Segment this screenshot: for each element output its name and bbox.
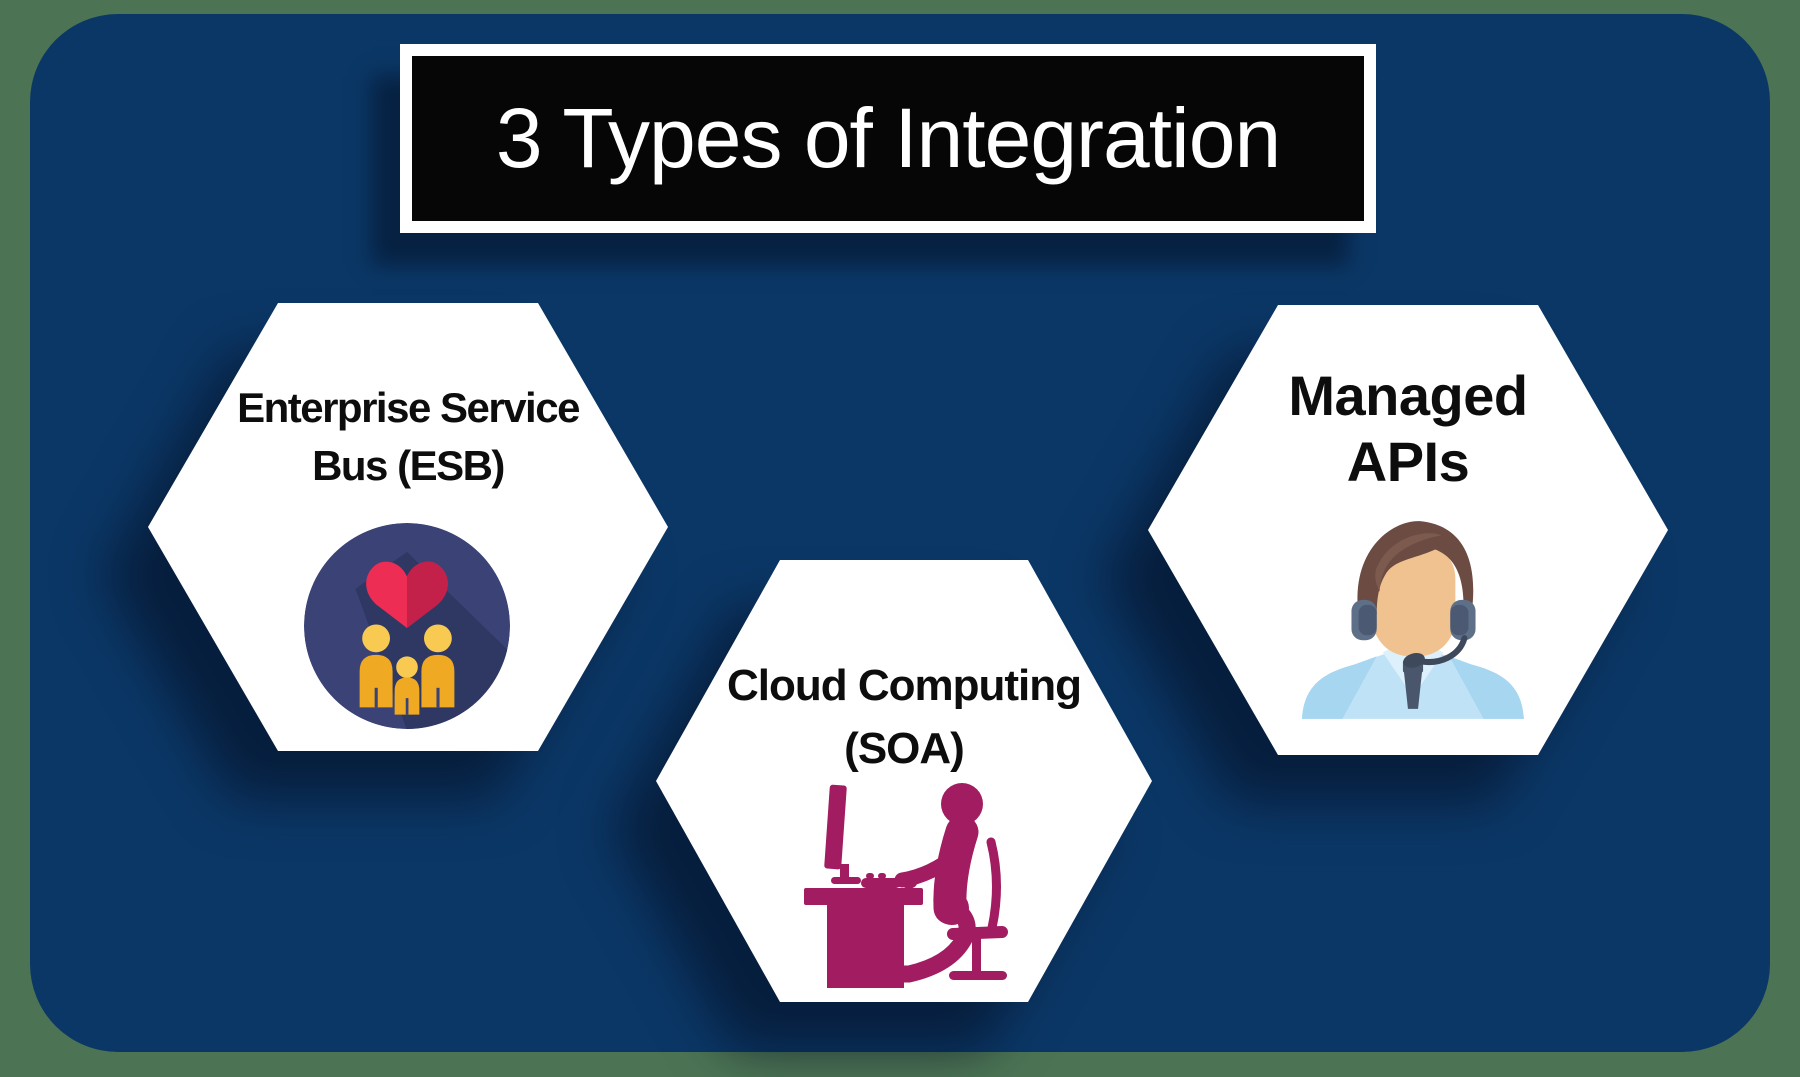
hexagon-managed-apis: Managed APIs: [1148, 305, 1668, 755]
hexagon-esb: Enterprise Service Bus (ESB): [148, 303, 668, 751]
support-agent-headset-icon: [1302, 521, 1524, 719]
family-heart-icon: [304, 523, 510, 729]
title-box: 3 Types of Integration: [400, 44, 1376, 233]
hexagon-apis-label: Managed APIs: [1288, 364, 1528, 493]
hexagon-esb-label: Enterprise Service Bus (ESB): [237, 384, 580, 489]
page-title: 3 Types of Integration: [495, 91, 1281, 185]
hexagon-cloud-label: Cloud Computing (SOA): [726, 661, 1082, 773]
person-at-desk-icon: [804, 783, 1008, 988]
hexagon-cloud-computing: Cloud Computing (SOA): [656, 560, 1152, 1002]
